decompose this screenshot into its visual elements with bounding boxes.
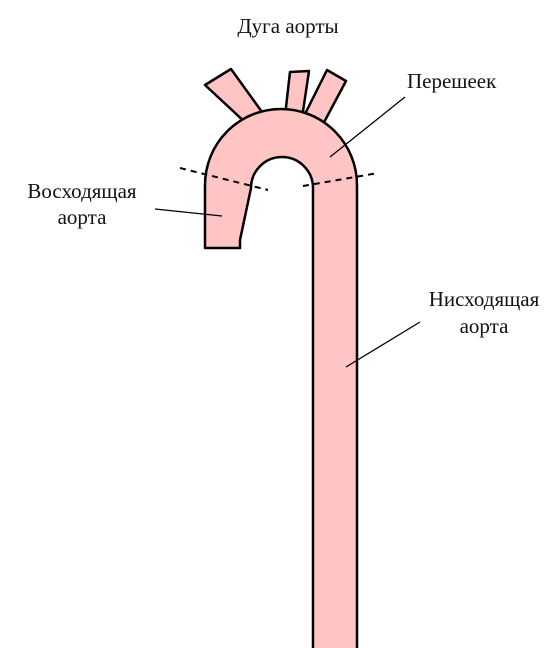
isthmus-leader-line [330,97,405,157]
isthmus-label: Перешеек [407,69,497,93]
diagram-title: Дуга аорты [237,14,338,38]
ascending-aorta-label-line1: Восходящая [27,179,137,203]
descending-aorta-label-line1: Нисходящая [429,287,540,311]
aorta-vessel [205,69,357,648]
ascending-aorta-label-line2: аорта [58,205,107,229]
aortic-arch-body [205,109,357,648]
descending-aorta-label-line2: аорта [460,314,509,338]
